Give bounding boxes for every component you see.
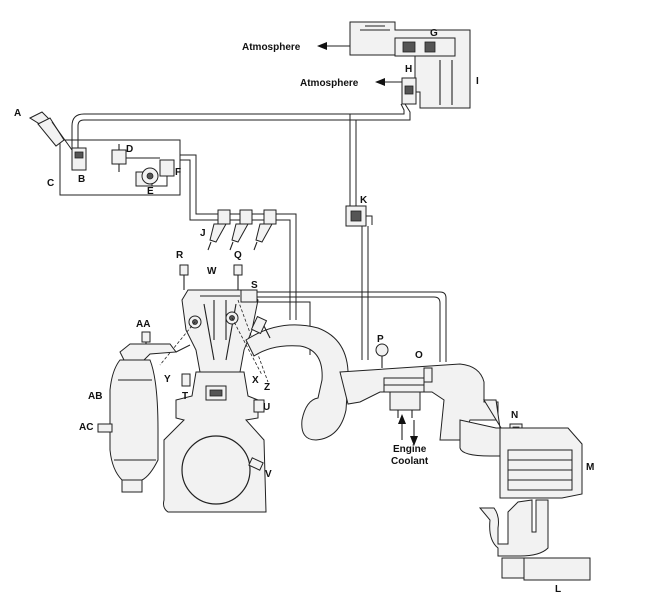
label-N: N [511, 410, 518, 421]
label-T: T [182, 391, 188, 402]
label-R: R [176, 250, 184, 261]
label-W: W [207, 266, 217, 277]
snorkel-L [478, 499, 591, 581]
engine-coolant-label-line1: Engine [393, 444, 427, 455]
intake-pipe [245, 315, 349, 441]
label-J: J [200, 228, 206, 239]
sensor-P [375, 343, 389, 368]
component-box-C [59, 139, 181, 196]
component-A [28, 111, 73, 151]
coolant-arrows [398, 414, 418, 446]
label-U: U [263, 402, 270, 413]
component-K [345, 205, 373, 360]
label-F: F [175, 167, 181, 178]
label-AB: AB [88, 391, 102, 402]
label-B: B [78, 174, 85, 185]
label-S: S [251, 280, 258, 291]
label-X: X [252, 375, 259, 386]
label-Y: Y [164, 374, 171, 385]
label-AA: AA [136, 319, 150, 330]
leader-Z [237, 299, 269, 383]
air-duct [459, 399, 517, 457]
component-D [111, 144, 127, 172]
purge-line-top [71, 103, 411, 150]
sensor-Q [233, 264, 243, 290]
label-P: P [377, 334, 384, 345]
label-C: C [47, 178, 54, 189]
component-F [126, 157, 175, 187]
label-G: G [430, 28, 438, 39]
throttle-section-O [339, 363, 499, 441]
component-B [71, 147, 87, 171]
leader-X [231, 317, 263, 376]
sensor-AC [97, 423, 113, 433]
line-C-to-J [180, 154, 297, 320]
sensor-T [181, 373, 191, 387]
intake-manifold-W [181, 289, 259, 373]
injector-3 [253, 209, 277, 251]
label-I: I [476, 76, 479, 87]
exhaust-pipe [119, 343, 191, 361]
catalytic-converter-AB [109, 359, 159, 493]
injector-group-J [207, 209, 277, 251]
injector-2 [229, 209, 253, 251]
sensor-V [248, 457, 264, 471]
label-Z: Z [264, 382, 270, 393]
label-M: M [586, 462, 594, 473]
label-H: H [405, 64, 412, 75]
label-A: A [14, 108, 21, 119]
label-AC: AC [79, 422, 93, 433]
label-K: K [360, 195, 368, 206]
atmosphere-label-1: Atmosphere [242, 42, 301, 53]
label-E: E [147, 186, 154, 197]
label-D: D [126, 144, 133, 155]
label-V: V [265, 469, 272, 480]
component-E [135, 167, 159, 187]
atmosphere-arrow-1 [317, 42, 350, 50]
engine-coolant-label-line2: Coolant [391, 456, 429, 467]
sensor-R [179, 264, 189, 290]
injector-1 [207, 209, 231, 251]
leader-Y [159, 321, 196, 366]
air-cleaner-M [499, 427, 583, 499]
atmosphere-label-2: Atmosphere [300, 78, 359, 89]
label-Q: Q [234, 250, 242, 261]
engine-block [163, 371, 267, 513]
atmosphere-arrow-2 [375, 78, 402, 86]
vapor-line-to-K [349, 114, 357, 210]
label-L: L [555, 584, 561, 595]
label-O: O [415, 350, 423, 361]
canister-assembly [349, 21, 471, 109]
sensor-U [253, 399, 265, 413]
